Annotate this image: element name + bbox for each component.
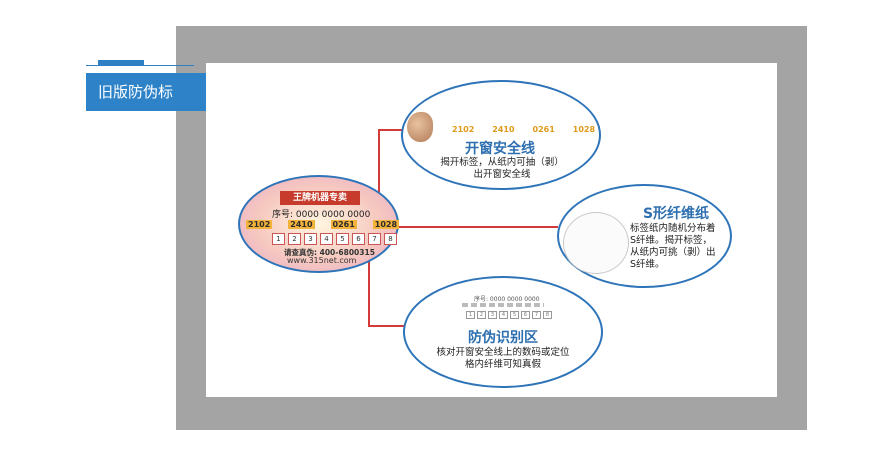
bubble-text: 标签纸内随机分布着 — [630, 223, 716, 234]
connector-line — [378, 129, 406, 131]
position-box: 8 — [543, 311, 552, 319]
position-box: 6 — [521, 311, 530, 319]
position-box: 1 — [272, 233, 285, 245]
position-boxes: 1 2 3 4 5 6 7 8 — [272, 233, 397, 245]
connector-line — [368, 226, 370, 326]
tab-old-label[interactable]: 旧版防伪标 — [86, 73, 206, 111]
zone-boxes: 1 2 3 4 5 6 7 8 — [466, 311, 552, 319]
zone-serial: 序号: 0000 0000 0000 — [474, 296, 540, 303]
bubble-text: 揭开标签，从纸内可抽（剥） — [440, 157, 564, 168]
bubble-window-thread — [401, 80, 601, 190]
position-box: 5 — [510, 311, 519, 319]
code-value: 1028 — [572, 125, 596, 134]
website-url: www.315net.com — [287, 256, 357, 265]
connector-line — [368, 325, 406, 327]
position-box: 6 — [352, 233, 365, 245]
position-box: 3 — [488, 311, 497, 319]
thread-code-row: 2102 2410 0261 1028 — [452, 125, 595, 134]
position-box: 1 — [466, 311, 475, 319]
tab-accent — [98, 60, 144, 65]
bubble-text: 从纸内可挑（剥）出 — [630, 247, 716, 258]
bubble-text: 出开窗安全线 — [473, 169, 531, 180]
position-box: 5 — [336, 233, 349, 245]
code-value: 2410 — [288, 220, 315, 229]
bubble-text: S纤维。揭开标签， — [630, 235, 713, 246]
position-box: 4 — [499, 311, 508, 319]
verify-phone: 请查真伪: 400-6800315 — [284, 248, 375, 257]
bubble-text: 核对开窗安全线上的数码或定位 — [436, 347, 570, 358]
position-box: 4 — [320, 233, 333, 245]
position-box: 7 — [368, 233, 381, 245]
position-box: 3 — [304, 233, 317, 245]
code-value: 2102 — [452, 125, 475, 134]
bubble-title: 开窗安全线 — [465, 141, 535, 157]
fiber-sample — [563, 212, 629, 274]
bubble-identification-zone — [403, 276, 603, 388]
code-value: 0261 — [532, 125, 555, 134]
code-value: 1028 — [372, 220, 400, 229]
bubble-title: 防伪识别区 — [468, 330, 538, 346]
bubble-title: S形纤维纸 — [642, 206, 710, 222]
position-box: 2 — [288, 233, 301, 245]
position-box: 2 — [477, 311, 486, 319]
tab-divider — [86, 65, 194, 66]
serial-number: 序号: 0000 0000 0000 — [272, 210, 371, 220]
connector-line — [380, 226, 558, 228]
code-value: 0261 — [330, 220, 357, 229]
position-box: 7 — [532, 311, 541, 319]
code-value: 2102 — [246, 220, 273, 229]
zone-thread — [462, 303, 544, 307]
connector-line — [378, 129, 380, 226]
brand-band: 王牌机器专卖 — [280, 191, 360, 205]
code-value: 2410 — [492, 125, 515, 134]
bubble-text: S纤维。 — [630, 259, 665, 270]
finger-photo — [407, 112, 433, 142]
label-code-row: 2102 2410 0261 1028 — [246, 220, 400, 229]
bubble-text: 格内纤维可知真假 — [464, 359, 541, 370]
position-box: 8 — [384, 233, 397, 245]
